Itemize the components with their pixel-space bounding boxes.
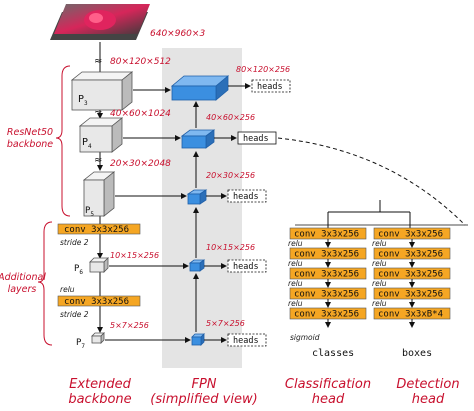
class-head-conv-label: conv 3x3x256 bbox=[294, 290, 359, 300]
svg-text:heads: heads bbox=[233, 336, 259, 346]
heads-box-4: heads bbox=[237, 131, 277, 145]
heads-detail-connector bbox=[277, 137, 466, 226]
resnet-brace bbox=[55, 65, 71, 217]
additional-label-1: Additional bbox=[0, 272, 46, 283]
resnet-label-2: backbone bbox=[7, 139, 53, 150]
dim-fpn6: 10×15×256 bbox=[206, 243, 255, 252]
backbone-p6 bbox=[89, 257, 109, 273]
ext-conv-1-label: conv 3x3x256 bbox=[64, 225, 129, 235]
section-fpn-2: (simplified view) bbox=[150, 392, 257, 407]
class-head-conv-label: conv 3x3x256 bbox=[294, 270, 359, 280]
det-head-conv-label: conv 3x3x256 bbox=[378, 290, 443, 300]
p7-label: P7 bbox=[76, 338, 85, 350]
classes-label: classes bbox=[312, 348, 354, 359]
dim-fpn7: 5×7×256 bbox=[206, 319, 245, 328]
dim-fpn4: 40×60×256 bbox=[206, 113, 255, 122]
class-head-relu-label: relu bbox=[288, 259, 303, 268]
dim-p5: 20×30×2048 bbox=[110, 159, 171, 169]
class-head-conv-label: conv 3x3x256 bbox=[294, 310, 359, 320]
additional-brace bbox=[37, 221, 53, 346]
class-head-relu-label: relu bbox=[288, 299, 303, 308]
backbone-p5 bbox=[82, 171, 116, 217]
ext-stride-1: stride 2 bbox=[60, 238, 89, 247]
image-size-label: 640×960×3 bbox=[150, 29, 205, 39]
section-class-1: Classification bbox=[285, 377, 371, 392]
section-extended-1: Extended bbox=[69, 377, 131, 392]
p3-label: P3 bbox=[78, 94, 88, 107]
dim-p6: 10×15×256 bbox=[110, 251, 159, 260]
det-head-conv-label: conv 3x3xB*4 bbox=[378, 310, 443, 320]
det-head-relu-label: relu bbox=[372, 259, 387, 268]
section-fpn-1: FPN bbox=[191, 377, 216, 392]
backbone-p3 bbox=[70, 71, 134, 111]
fpn-panel bbox=[162, 48, 242, 368]
ext-conv-2-label: conv 3x3x256 bbox=[64, 297, 129, 307]
fpn-level-5 bbox=[186, 189, 208, 205]
svg-text:≈: ≈ bbox=[94, 106, 102, 117]
heads-box-5: heads bbox=[227, 189, 267, 203]
fpn-level-7 bbox=[191, 333, 205, 346]
section-class-2: head bbox=[312, 392, 345, 407]
heads-box-3: heads bbox=[251, 79, 291, 93]
svg-text:heads: heads bbox=[233, 262, 259, 272]
input-image bbox=[50, 4, 150, 40]
p4-label: P4 bbox=[82, 137, 92, 150]
fpn-level-4 bbox=[180, 129, 216, 149]
backbone-p4 bbox=[78, 117, 124, 153]
svg-text:≈: ≈ bbox=[94, 155, 102, 166]
dim-p4: 40×60×1024 bbox=[110, 109, 171, 119]
svg-text:≈: ≈ bbox=[94, 56, 102, 67]
dim-p7: 5×7×256 bbox=[110, 321, 149, 330]
det-head-relu-label: relu bbox=[372, 279, 387, 288]
class-head-conv-label: conv 3x3x256 bbox=[294, 230, 359, 240]
ext-stride-2: stride 2 bbox=[60, 310, 89, 319]
det-head-conv-label: conv 3x3x256 bbox=[378, 230, 443, 240]
svg-text:heads: heads bbox=[233, 192, 259, 202]
dim-fpn3: 80×120×256 bbox=[236, 65, 290, 74]
sigmoid-label: sigmoid bbox=[290, 333, 320, 342]
section-det-1: Detection bbox=[396, 377, 459, 392]
class-head-conv-label: conv 3x3x256 bbox=[294, 250, 359, 260]
ext-conv-1 bbox=[57, 223, 141, 235]
heads-box-7: heads bbox=[227, 333, 267, 347]
section-extended-2: backbone bbox=[68, 392, 131, 407]
section-det-2: head bbox=[412, 392, 445, 407]
det-head-conv-label: conv 3x3x256 bbox=[378, 250, 443, 260]
svg-text:heads: heads bbox=[243, 134, 269, 144]
fpn-level-3 bbox=[170, 75, 230, 101]
det-head-relu-label: relu bbox=[372, 299, 387, 308]
p6-label: P6 bbox=[74, 264, 83, 276]
dim-fpn5: 20×30×256 bbox=[206, 171, 255, 180]
det-head-conv-label: conv 3x3x256 bbox=[378, 270, 443, 280]
class-head-relu-label: relu bbox=[288, 279, 303, 288]
det-head-relu-label: relu bbox=[372, 239, 387, 248]
ext-relu: relu bbox=[60, 285, 75, 294]
additional-label-2: layers bbox=[8, 284, 37, 295]
fpn-level-6 bbox=[188, 259, 206, 272]
class-head-relu-label: relu bbox=[288, 239, 303, 248]
dim-p3: 80×120×512 bbox=[110, 57, 171, 67]
svg-text:heads: heads bbox=[257, 82, 283, 92]
p5-label: P5 bbox=[85, 206, 94, 218]
backbone-p7 bbox=[91, 332, 105, 344]
boxes-label: boxes bbox=[402, 348, 432, 359]
ext-conv-2 bbox=[57, 295, 141, 307]
heads-box-6: heads bbox=[227, 259, 267, 273]
resnet-label-1: ResNet50 bbox=[7, 127, 53, 138]
